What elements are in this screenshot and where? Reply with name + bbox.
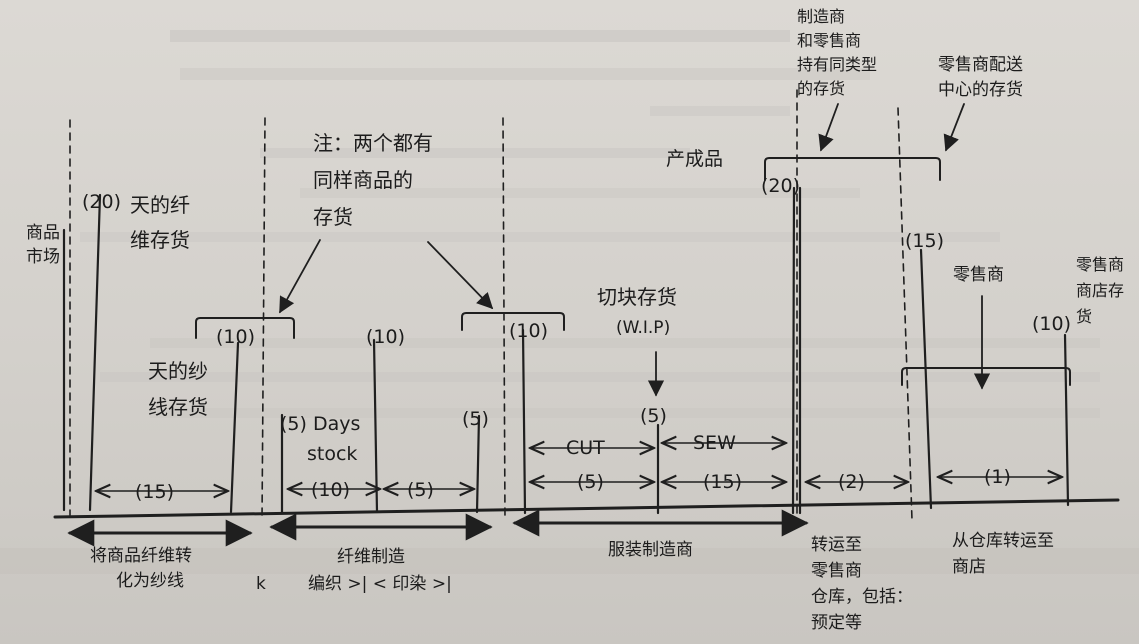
sew-interval: (15) [703, 471, 742, 493]
pointer-arrows [279, 103, 991, 397]
interval-labels: (15) (10) (5) (5) (15) (2) (1) [135, 466, 1011, 503]
to-dc-stage-1: 转运至 [811, 535, 862, 555]
inventory-labels: 商品 市场 (20) 天的纤 维存货 注：两个都有 同样商品的 存货 (10) … [26, 7, 1124, 465]
yarn-brace-days: (10) [216, 326, 255, 348]
mid-fabric-bar [372, 338, 379, 514]
stage-labels: 将商品纤维转 化为纱线 纤维制造 k 编织 >| < 印染 >| 服装制造商 转… [90, 531, 1054, 633]
to-dc-stage-4: 预定等 [811, 613, 862, 633]
note-label-1: 注：两个都有 [313, 131, 433, 155]
note-arrow-right [427, 241, 494, 310]
to-dc-interval: (2) [838, 471, 865, 493]
same-type-label-4: 的存货 [797, 79, 845, 98]
note-label-2: 同样商品的 [313, 168, 413, 192]
divider-garment [502, 117, 506, 521]
yarn-stock-bar [229, 341, 240, 514]
stage-span-arrows [67, 509, 809, 547]
cut-label: CUT [566, 437, 605, 459]
store-stock-label-2: 商店存 [1076, 281, 1124, 300]
finished-days: (20) [761, 175, 800, 197]
fiber-stock-label-2: 维存货 [130, 228, 190, 252]
fiber-days: (20) [82, 191, 121, 213]
interval-arrows [96, 443, 1062, 491]
commodity-market-label-2: 市场 [26, 247, 60, 267]
to-store-stage-1: 从仓库转运至 [952, 531, 1054, 551]
note-arrow-left [279, 239, 321, 314]
store-bar [1063, 333, 1070, 507]
garment-stage: 服装制造商 [608, 540, 693, 560]
same-type-label-3: 持有同类型 [797, 55, 877, 74]
same-type-arrow [818, 103, 839, 152]
yarn-stock-label-1: 天的纱 [148, 359, 208, 383]
dye-interval: (5) [407, 479, 434, 501]
knit-dye-stage: 编织 >| < 印染 >| [308, 574, 452, 594]
store-stock-label-1: 零售商 [1076, 255, 1124, 274]
note-label-3: 存货 [313, 205, 353, 229]
dc-bar [919, 248, 933, 510]
knit-interval: (10) [311, 479, 350, 501]
same-type-label-2: 和零售商 [797, 31, 861, 50]
to-dc-stage-3: 仓库，包括： [811, 587, 913, 607]
time-axis [53, 498, 1120, 519]
inventory-bars [62, 186, 1070, 515]
retailer-label: 零售商 [953, 265, 1004, 285]
cut-pieces-label: 切块存货 [597, 285, 677, 309]
finished-goods-label: 产成品 [666, 148, 723, 170]
fiber-stage: 纤维制造 [337, 547, 405, 567]
fabric-brace-days: (10) [509, 320, 548, 342]
spinning-stage-1: 将商品纤维转 [90, 546, 192, 566]
fiber-stage-marker: k [256, 574, 266, 594]
background-bleed-text [0, 30, 1139, 574]
mid-days: (10) [366, 326, 405, 348]
spinning-interval: (15) [135, 481, 174, 503]
to-dc-stage-2: 零售商 [811, 561, 862, 581]
yarn-stock-label-2: 线存货 [148, 395, 208, 419]
fabric-brace [461, 312, 565, 331]
dc-days: (15) [905, 230, 944, 252]
days-stock-label: (5) Days [280, 413, 360, 435]
store-stock-label-3: 货 [1076, 307, 1092, 326]
finished-brace [764, 157, 941, 181]
fabric-brace-bar [521, 328, 527, 515]
retailer-brace [901, 367, 1071, 386]
sew-label: SEW [693, 432, 736, 454]
fiber-stock-label-1: 天的纤 [130, 193, 190, 217]
store-days: (10) [1032, 313, 1071, 335]
to-store-stage-2: 商店 [952, 557, 986, 577]
finished-bar-left [791, 186, 796, 515]
wip-days: (5) [640, 405, 667, 427]
yarn-brace [195, 317, 295, 339]
cut-interval: (5) [577, 471, 604, 493]
to-store-interval: (1) [984, 466, 1011, 488]
divider-store [897, 107, 913, 521]
spinning-stage-2: 化为纱线 [116, 571, 184, 591]
fiber-stock-bar [88, 193, 102, 512]
stock-label: stock [307, 443, 357, 465]
dc-stock-label-1: 零售商配送 [938, 55, 1023, 75]
dc-stock-arrow [943, 103, 965, 152]
days-stock-bar-right [475, 414, 481, 514]
braces [195, 157, 1071, 386]
same-type-label-1: 制造商 [797, 7, 845, 26]
wip-label: (W.I.P) [616, 318, 670, 338]
days-5b-label: (5) [462, 408, 489, 430]
commodity-market-label-1: 商品 [26, 223, 60, 243]
dc-stock-label-2: 中心的存货 [938, 80, 1023, 100]
